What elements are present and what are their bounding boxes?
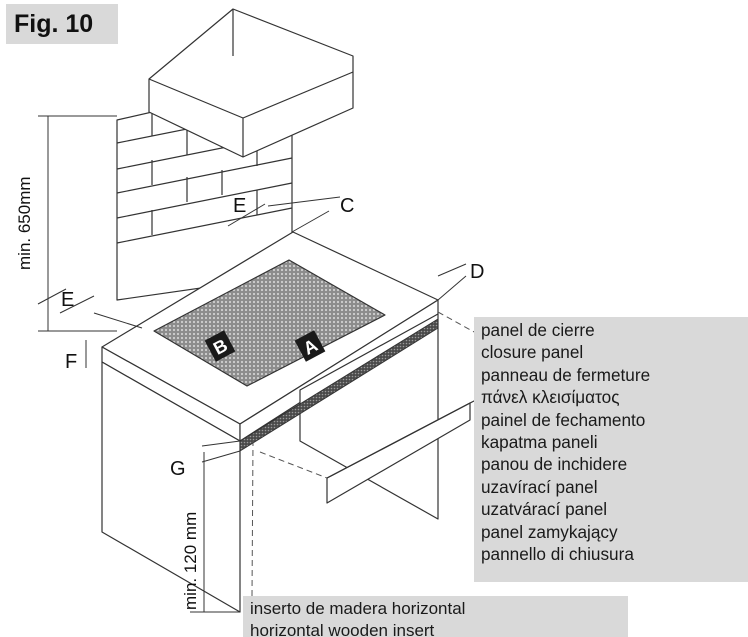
legend-item: panel zamykający [481,521,618,542]
legend-item: panel de cierre [481,320,595,340]
cabinet-body [101,313,439,613]
dim-label-min-650: min. 650mm [15,176,34,270]
closure-panel [326,400,475,504]
legend-item: pannello di chiusura [481,544,634,565]
figure-title: Fig. 10 [14,10,94,38]
cooker-hood [148,8,354,158]
dim-label-min-120: min. 120 mm [181,512,200,610]
legend-item: panneau de fermeture [481,364,651,385]
insert-item: horizontal wooden insert [250,621,435,637]
dim-label-e-top: E [233,195,246,217]
insert-item: inserto de madera horizontal [250,599,466,618]
closure-panel-legend-box [474,317,748,582]
hob-cutout [153,259,386,387]
legend-item: painel de fechamento [481,409,646,430]
legend-item: uzavírací panel [481,476,598,497]
leader-insert [251,439,254,597]
closure-panel-legend: panel de cierre closure panel panneau de… [481,319,650,565]
wooden-insert-strip [239,318,439,452]
legend-item: uzatvárací panel [481,499,608,520]
leader-closure-top [437,311,477,334]
dim-label-c: C [340,195,354,217]
dim-label-g: G [170,458,186,480]
wooden-insert-legend: inserto de madera horizontal horizontal … [250,598,465,637]
legend-item: πάνελ κλεισίματος [481,387,620,408]
marker-a: A [294,330,326,362]
legend-item: kapatma paneli [481,432,598,453]
dim-label-d: D [470,261,484,283]
leader-closure-bottom [259,451,328,479]
legend-item: closure panel [481,342,584,363]
dim-label-e-left: E [61,289,74,311]
legend-item: panou de inchidere [481,454,628,475]
wooden-insert-legend-box [243,596,628,637]
dim-label-f: F [65,351,77,373]
figure-badge [6,4,118,44]
marker-b: B [204,330,236,362]
